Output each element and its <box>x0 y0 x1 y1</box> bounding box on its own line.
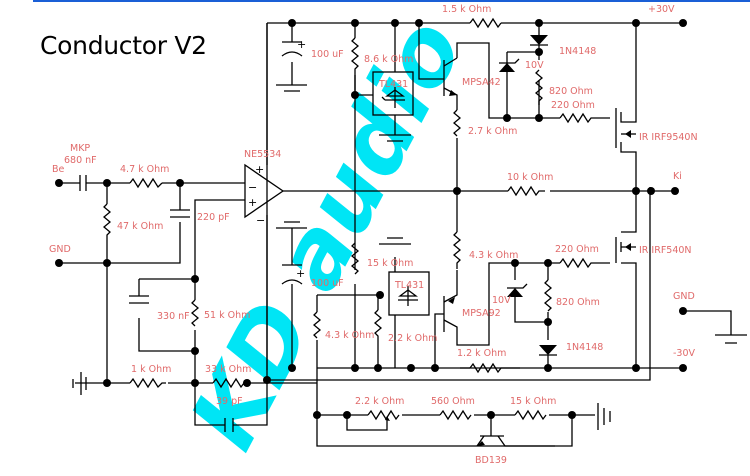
label-r-15k: 15 k Ohm <box>510 396 556 407</box>
capacitor-100uf-bot <box>281 264 303 285</box>
label-mosfet-top: IR IRF9540N <box>639 132 698 143</box>
resistor-51k <box>190 299 200 327</box>
potentiometer-2-2k <box>367 409 400 421</box>
zener-bot <box>507 288 523 297</box>
resistor-15k-bot <box>514 409 547 421</box>
label-c-pos-supply: 100 uF <box>311 49 344 60</box>
resistor-1k <box>129 377 166 389</box>
tl431-bot <box>388 271 430 316</box>
svg-text:+: + <box>297 38 306 51</box>
resistor-2-7k <box>452 109 462 137</box>
capacitor-100uf-top <box>281 41 303 57</box>
label-mosfet-bot: IR IRF540N <box>639 245 692 256</box>
label-r-560: 560 Ohm <box>431 396 475 407</box>
capacitor-39pf <box>224 418 234 432</box>
terminal-output <box>671 187 679 195</box>
label-neg-supply: -30V <box>673 348 696 359</box>
label-ground-in: GND <box>49 244 71 255</box>
label-input: Be <box>52 164 65 175</box>
label-r-tl-bot: 15 k Ohm <box>367 258 413 269</box>
label-r-z-top: 820 Ohm <box>549 86 593 97</box>
label-q-top: MPSA42 <box>462 77 501 88</box>
label-c-in-type: MKP <box>70 143 90 154</box>
label-r-43k-left: 4.3 k Ohm <box>325 330 374 341</box>
label-r-1k: 1 k Ohm <box>131 364 171 375</box>
label-zener-bot: 10V <box>492 295 511 306</box>
svg-text:+: + <box>255 163 264 176</box>
label-pos-supply: +30V <box>648 4 675 15</box>
top-border-line <box>33 0 750 2</box>
label-r-tl-top: 8.6 k Ohm <box>364 54 413 65</box>
label-r-gate-top: 220 Ohm <box>551 100 595 111</box>
resistor-4-3k-left <box>312 311 322 339</box>
svg-text:+: + <box>296 267 305 280</box>
label-r-bias-in: 47 k Ohm <box>117 221 163 232</box>
label-c-39p: 39 pF <box>216 396 243 407</box>
zener-top <box>499 63 515 72</box>
label-d-bot: 1N4148 <box>566 342 603 353</box>
label-r-33k: 33 k Ohm <box>205 364 251 375</box>
label-r-feedback: 10 k Ohm <box>507 172 553 183</box>
label-r-top-series: 1.5 k Ohm <box>442 4 491 15</box>
resistor-33k <box>212 377 247 389</box>
svg-text:−: − <box>256 214 265 227</box>
label-r-22k: 2.2 k Ohm <box>388 333 437 344</box>
label-r-bot-series: 1.2 k Ohm <box>457 348 506 359</box>
resistor-220-bot <box>559 257 594 269</box>
label-r-gate-bot: 220 Ohm <box>555 244 599 255</box>
resistor-820-top <box>534 69 544 105</box>
label-q-bias: BD139 <box>475 455 507 466</box>
terminal-input <box>55 179 63 187</box>
label-c-330: 330 nF <box>157 311 190 322</box>
terminal-ground-in <box>55 259 63 267</box>
resistor-4-7k <box>129 177 163 189</box>
resistor-220-top <box>559 112 594 124</box>
labels: +30V Ki Be GND GND -30V MKP 680 nF 4.7 k… <box>49 4 698 466</box>
resistor-15k-top <box>350 242 360 275</box>
diode-1n4148-bot <box>539 345 557 355</box>
resistor-10k <box>507 185 545 197</box>
label-q-bot: MPSA92 <box>462 308 501 319</box>
label-d-top: 1N4148 <box>559 46 596 57</box>
label-c-neg-supply: 100 uF <box>311 278 344 289</box>
junctions <box>55 19 687 419</box>
svg-text:−: − <box>248 181 257 194</box>
resistor-1-5k <box>469 17 502 29</box>
diode-1n4148-top <box>530 35 548 45</box>
resistor-2-2k <box>373 309 383 340</box>
label-opamp: NE5534 <box>244 149 281 160</box>
label-pot: 2.2 k Ohm <box>355 396 404 407</box>
label-ground-out: GND <box>673 291 695 302</box>
label-c-in-value: 680 nF <box>64 155 97 166</box>
label-r-in: 4.7 k Ohm <box>120 164 169 175</box>
resistor-47k <box>102 203 112 240</box>
label-output: Ki <box>673 171 682 182</box>
label-ref-bot: TL431 <box>394 280 424 291</box>
label-zener-top: 10V <box>525 60 544 71</box>
label-r-z-bot: 820 Ohm <box>556 297 600 308</box>
tl431-top <box>372 71 414 116</box>
resistors <box>102 17 594 421</box>
terminal-neg-supply <box>679 364 687 372</box>
resistor-4-3k-right <box>452 231 462 269</box>
svg-text:+: + <box>248 196 257 209</box>
label-ref-top: TL431 <box>378 79 408 90</box>
resistor-820-bot <box>543 279 553 312</box>
label-r-q-bot: 4.3 k Ohm <box>469 250 518 261</box>
resistor-560 <box>439 409 472 421</box>
label-r-q-top: 2.7 k Ohm <box>468 126 517 137</box>
terminal-ground-out <box>679 307 687 315</box>
label-c-filter: 220 pF <box>197 212 230 223</box>
resistor-1-2k <box>469 362 504 374</box>
schematic-title: Conductor V2 <box>40 31 207 60</box>
components: + + + − + − <box>224 35 636 446</box>
label-r-51k: 51 k Ohm <box>204 310 250 321</box>
terminal-pos-supply <box>679 19 687 27</box>
resistor-8-6k <box>350 37 360 72</box>
